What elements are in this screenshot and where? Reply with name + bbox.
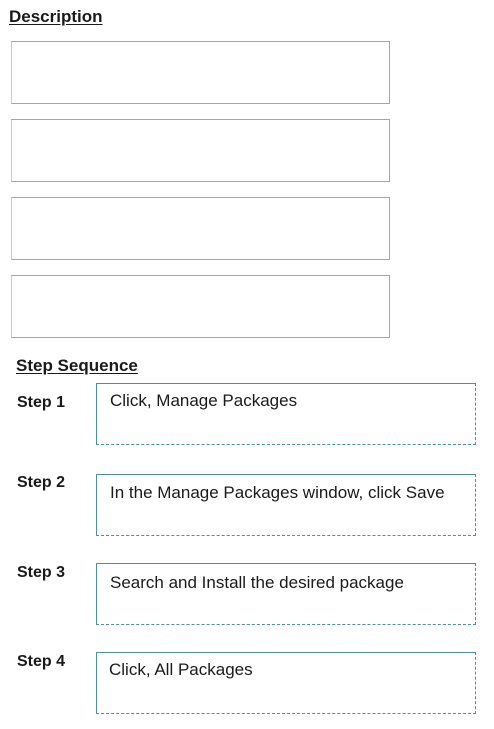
description-heading: Description xyxy=(9,7,103,26)
description-drop-target-4[interactable] xyxy=(11,275,390,338)
description-drop-target-3[interactable] xyxy=(11,197,390,260)
step-1-label: Step 1 xyxy=(17,394,66,411)
step-sequence-heading: Step Sequence xyxy=(16,356,138,375)
step-1-item[interactable]: Click, Manage Packages xyxy=(96,383,476,445)
step-3-label: Step 3 xyxy=(17,564,66,581)
step-2-item[interactable]: In the Manage Packages window, click Sav… xyxy=(96,474,476,536)
description-drop-target-1[interactable] xyxy=(11,41,390,104)
step-2-label: Step 2 xyxy=(17,474,66,491)
step-3-item[interactable]: Search and Install the desired package xyxy=(96,563,476,625)
step-4-item[interactable]: Click, All Packages xyxy=(96,652,476,714)
description-drop-target-2[interactable] xyxy=(11,119,390,182)
step-4-label: Step 4 xyxy=(17,653,66,670)
